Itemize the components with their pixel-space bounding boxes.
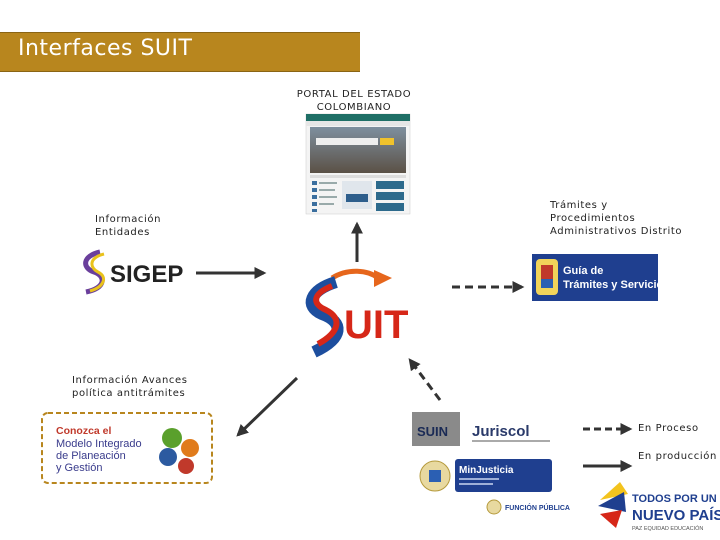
arrow-suin-to-suit-dashed (408, 358, 442, 401)
legend-proceso-label: En Proceso (638, 423, 699, 434)
avances-label-line1: Información Avances (72, 375, 188, 386)
entidades-label: Información Entidades (95, 213, 161, 239)
modelo-text-line4: y Gestión (56, 462, 102, 474)
arrow-suit-to-modelo (236, 376, 299, 437)
portal-label-line2: COLOMBIANO (316, 102, 392, 113)
tramites-label: Trámites y Procedimientos Administrativo… (550, 199, 682, 238)
todos-text-line1: TODOS POR UN (632, 493, 717, 505)
entidades-label-line1: Información (95, 214, 162, 225)
page-title: Interfaces SUIT (18, 36, 193, 61)
todos-nuevo-pais-logo: TODOS POR UN NUEVO PAÍS PAZ EQUIDAD EDUC… (598, 482, 720, 532)
portal-label: PORTAL DEL ESTADO COLOMBIANO (288, 88, 420, 114)
minjusticia-logo: MinJusticia (419, 459, 552, 492)
sigep-text: SIGEP (110, 261, 183, 288)
modelo-text-line2: Modelo Integrado (56, 438, 142, 450)
guia-text-line2: Trámites y Servicios (563, 279, 669, 291)
funcion-publica-text: FUNCIÓN PÚBLICA (505, 503, 570, 512)
tramites-label-line2: Procedimientos (550, 213, 636, 224)
modelo-integrado-logo: Conozca el Modelo Integrado de Planeació… (41, 412, 213, 484)
suit-logo: UIT (305, 268, 408, 358)
tramites-label-line3: Administrativos Distrito (550, 226, 683, 237)
title-bar (0, 32, 360, 72)
tramites-label-line1: Trámites y (550, 200, 608, 211)
suin-juriscol-logo: SUIN Juriscol (412, 412, 550, 446)
modelo-text-line1: Conozca el (56, 425, 112, 437)
juriscol-text: Juriscol (472, 423, 530, 440)
todos-text-line3: PAZ EQUIDAD EDUCACIÓN (632, 525, 703, 532)
entidades-label-line2: Entidades (95, 227, 150, 238)
guia-text-line1: Guía de (563, 265, 603, 277)
portal-screenshot (305, 113, 411, 215)
sigep-logo: SIGEP (75, 246, 191, 295)
avances-label: Información Avances política antitrámite… (72, 374, 188, 400)
todos-text-line2: NUEVO PAÍS (632, 507, 720, 524)
portal-label-line1: PORTAL DEL ESTADO (296, 89, 412, 100)
suit-text: UIT (344, 303, 408, 347)
guia-tramites-logo: Guía de Trámites y Servicios (532, 254, 669, 301)
legend-produccion-label: En producción (638, 451, 717, 462)
suin-text: SUIN (417, 424, 448, 439)
avances-label-line2: política antitrámites (72, 388, 186, 399)
modelo-text-line3: de Planeación (56, 450, 126, 462)
funcion-publica-logo: FUNCIÓN PÚBLICA (476, 494, 576, 520)
minjusticia-text: MinJusticia (459, 465, 514, 476)
